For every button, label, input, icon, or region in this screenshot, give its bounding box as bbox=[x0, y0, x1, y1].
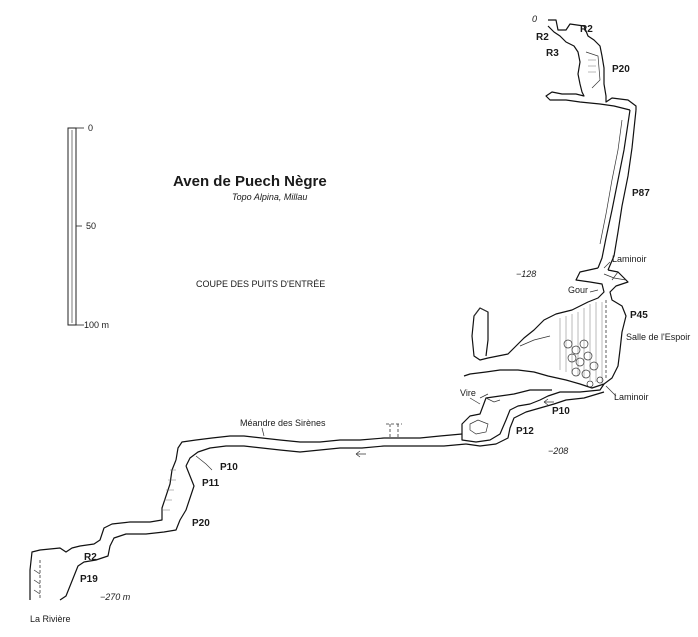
diagram-subtitle: Topo Alpina, Millau bbox=[232, 192, 307, 202]
label-laminoir-top: Laminoir bbox=[612, 254, 647, 264]
scale-tick-100: 100 m bbox=[84, 320, 109, 330]
label-depth-208: −208 bbox=[548, 446, 568, 456]
label-p20-top: P20 bbox=[612, 64, 630, 75]
label-r2-left: R2 bbox=[536, 32, 549, 43]
p45-chamber bbox=[463, 267, 629, 389]
section-heading: COUPE DES PUITS D'ENTRÉE bbox=[196, 279, 325, 289]
label-la-riviere: La Rivière bbox=[30, 614, 71, 624]
label-laminoir-bottom: Laminoir bbox=[614, 392, 649, 402]
entrance-shafts bbox=[545, 19, 637, 111]
scale-bar: 0 50 100 m bbox=[67, 123, 109, 330]
label-p20-bottom: P20 bbox=[192, 518, 210, 529]
label-r2-bottom: R2 bbox=[84, 552, 97, 563]
label-p12: P12 bbox=[516, 426, 534, 437]
label-p11: P11 bbox=[202, 478, 220, 489]
label-p10-left: P10 bbox=[220, 462, 238, 473]
scale-tick-50: 50 bbox=[86, 221, 96, 231]
lower-shafts bbox=[29, 455, 213, 601]
p87-shaft bbox=[597, 109, 637, 271]
label-p87: P87 bbox=[632, 188, 650, 199]
label-p19: P19 bbox=[80, 574, 98, 585]
label-r2-right: R2 bbox=[580, 24, 593, 35]
label-meandre: Méandre des Sirènes bbox=[240, 418, 326, 428]
boulder-pile bbox=[563, 339, 604, 388]
survey-labels: 0 R2 R2 R3 P20 P87 Laminoir −128 Gour P4… bbox=[30, 14, 690, 624]
scale-tick-0: 0 bbox=[88, 123, 93, 133]
diagram-title: Aven de Puech Nègre bbox=[173, 173, 327, 190]
label-r3: R3 bbox=[546, 48, 559, 59]
label-salle-espoir: Salle de l'Espoir bbox=[626, 332, 690, 342]
label-depth-270: −270 m bbox=[100, 592, 131, 602]
label-vire: Vire bbox=[460, 388, 476, 398]
label-depth-0: 0 bbox=[532, 14, 537, 24]
label-depth-128: −128 bbox=[516, 269, 536, 279]
flow-arrow-icon bbox=[543, 398, 554, 406]
leader-lines bbox=[261, 261, 617, 437]
vire-p12-section bbox=[461, 383, 605, 447]
label-gour: Gour bbox=[568, 285, 588, 295]
label-p10-right: P10 bbox=[552, 406, 570, 417]
meandre-passage bbox=[175, 423, 467, 467]
label-p45: P45 bbox=[630, 310, 648, 321]
